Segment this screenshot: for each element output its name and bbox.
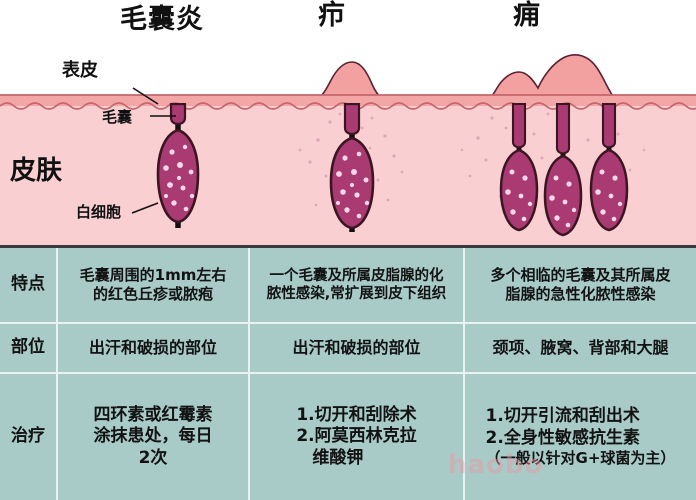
cell-line: 一个毛囊及所属皮脂腺的化 [269, 267, 444, 284]
follicle-neck-3 [511, 103, 527, 149]
wbc-dots-1 [163, 144, 195, 212]
cell-line: 2.全身性敏感抗生素 [485, 427, 640, 448]
follicle-group-furuncle [298, 103, 404, 232]
cell-line: 维酸钾 [312, 447, 364, 468]
condition-title-furuncle: 疖 [318, 0, 346, 31]
follicle-neck-5 [601, 103, 617, 149]
condition-title-carbuncle: 痈 [513, 0, 541, 31]
cell-line: 2.阿莫西林克拉 [296, 426, 417, 447]
follicle-neck-1 [169, 103, 187, 126]
cell-line: 涂抹患处，每日 [93, 426, 213, 447]
follicle-sac-3 [499, 148, 539, 232]
cell-line: 2次 [138, 447, 168, 468]
follicle-neck-4 [555, 103, 571, 155]
cell-location-folliculitis: 出汗和破损的部位 [58, 324, 250, 372]
table-row-treatment: 治疗 四环素或红霉素 涂抹患处，每日 2次 1.切开和刮除术 2.阿莫西林克拉 … [0, 374, 696, 500]
cell-line: 毛囊周围的1mm左右 [79, 266, 227, 285]
wbc-leader-line [131, 202, 159, 214]
follicle-sac-4 [543, 154, 583, 237]
label-epidermis: 表皮 [62, 60, 98, 81]
row-header-location: 部位 [0, 324, 58, 372]
wbc-dots-2 [336, 151, 370, 219]
follicle-sac-1 [156, 128, 200, 224]
cell-line: 的红色丘疹或脓疱 [92, 285, 213, 303]
cell-location-carbuncle: 颈项、腋窝、背部和大腿 [465, 324, 696, 372]
epidermis-leader-line [132, 87, 159, 105]
comparison-table: 特点 毛囊周围的1mm左右 的红色丘疹或脓疱 一个毛囊及所属皮脂腺的化 脓性感染… [0, 245, 696, 500]
cell-line: 1.切开引流和刮出术 [485, 406, 640, 427]
cell-line: （一般以针对G+球菌为主） [485, 448, 676, 467]
wbc-dots-3 [505, 169, 623, 228]
skin-cross-section-illustration: 毛囊炎 疖 痈 表皮 毛囊 皮肤 白细胞 [0, 0, 696, 246]
row-header-treatment: 治疗 [0, 374, 58, 500]
cell-line: 颈项、腋窝、背部和大腿 [492, 337, 669, 357]
cell-treatment-carbuncle: 1.切开引流和刮出术 2.全身性敏感抗生素 （一般以针对G+球菌为主） [465, 374, 696, 500]
follicle-group-carbuncle [460, 103, 646, 237]
cell-line: 四环素或红霉素 [93, 404, 213, 425]
label-hair-follicle: 毛囊 [102, 108, 133, 126]
table-row-features: 特点 毛囊周围的1mm左右 的红色丘疹或脓疱 一个毛囊及所属皮脂腺的化 脓性感染… [0, 248, 696, 324]
cell-line: 出汗和破损的部位 [88, 337, 217, 357]
cell-treatment-folliculitis: 四环素或红霉素 涂抹患处，每日 2次 [58, 374, 250, 500]
cell-features-folliculitis: 毛囊周围的1mm左右 的红色丘疹或脓疱 [58, 248, 250, 322]
follicle-group-folliculitis [156, 103, 200, 228]
infiltrate-speckles-2 [298, 112, 404, 207]
follicle-sac-5 [589, 148, 629, 232]
label-skin: 皮肤 [10, 156, 63, 186]
cell-line: 脂腺的急性化脓性感染 [505, 285, 656, 303]
cell-line: 1.切开和刮除术 [296, 404, 417, 425]
cell-line: 脓性感染,常扩展到皮下组织 [266, 286, 447, 302]
follicle-neck-2 [343, 103, 361, 136]
cell-line: 出汗和破损的部位 [292, 337, 421, 357]
cell-features-carbuncle: 多个相临的毛囊及其所属皮 脂腺的急性化脓性感染 [465, 248, 696, 322]
label-white-blood-cells: 白细胞 [76, 203, 122, 221]
condition-title-folliculitis: 毛囊炎 [120, 4, 204, 35]
cell-location-furuncle: 出汗和破损的部位 [250, 324, 465, 372]
skin-cross-section-svg [0, 54, 696, 246]
cell-features-furuncle: 一个毛囊及所属皮脂腺的化 脓性感染,常扩展到皮下组织 [250, 248, 465, 322]
cell-treatment-furuncle: 1.切开和刮除术 2.阿莫西林克拉 维酸钾 [250, 374, 465, 500]
table-row-location: 部位 出汗和破损的部位 出汗和破损的部位 颈项、腋窝、背部和大腿 [0, 324, 696, 374]
row-header-features: 特点 [0, 248, 58, 322]
cell-line: 多个相临的毛囊及其所属皮 [490, 266, 671, 285]
